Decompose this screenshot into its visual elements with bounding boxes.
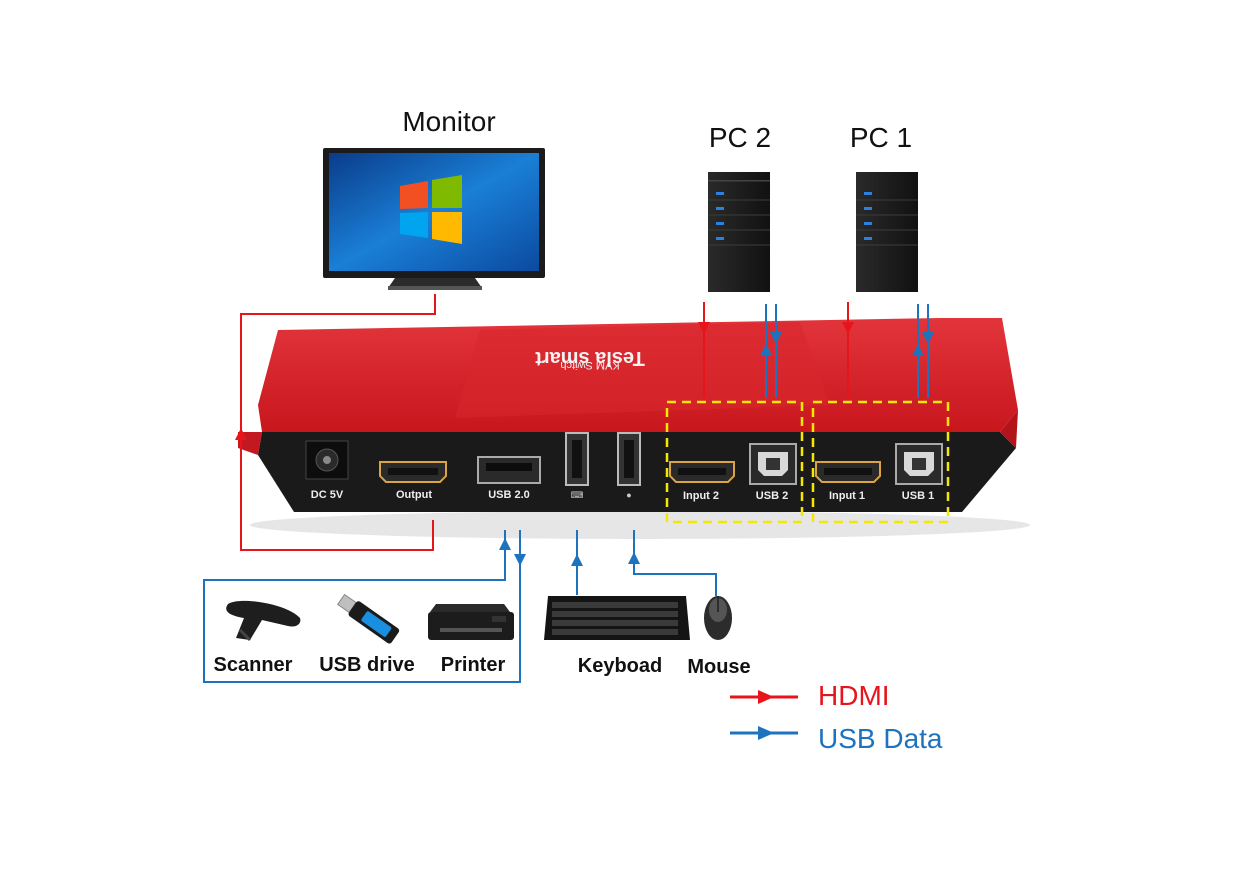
usb20-up-arrow xyxy=(499,538,511,550)
input2-port-label: Input 2 xyxy=(683,490,719,502)
printer-icon xyxy=(428,604,514,640)
hdmi-output-arrow xyxy=(235,428,247,440)
usb1-port-label: USB 1 xyxy=(902,490,934,502)
mouse-label: Mouse xyxy=(687,656,750,678)
keyboard-label: Keyboad xyxy=(578,655,662,677)
hdmi-pc1-arrow xyxy=(842,322,854,334)
usb-pc2-down-arrow xyxy=(770,332,782,344)
usb20-port-label: USB 2.0 xyxy=(488,489,530,501)
usb20-port[interactable] xyxy=(477,456,541,484)
pc2-tower-icon xyxy=(708,172,770,292)
mouse-icon xyxy=(704,596,732,640)
keyboard-arrow xyxy=(571,554,583,566)
mouse-usb-port[interactable] xyxy=(617,432,641,486)
dc-port-label: DC 5V xyxy=(311,489,344,501)
usb2-port-label: USB 2 xyxy=(756,490,788,502)
usb20-lines xyxy=(203,530,521,683)
usb-pc1-down-arrow xyxy=(922,332,934,344)
printer-label: Printer xyxy=(441,654,506,676)
mouse-arrow xyxy=(628,552,640,564)
legend: HDMI USB Data xyxy=(730,680,943,754)
input1-port-label: Input 1 xyxy=(829,490,865,502)
usb-drive-icon xyxy=(336,593,400,644)
hdmi-output-port[interactable] xyxy=(379,461,447,483)
hdmi-input2-port[interactable] xyxy=(669,461,735,483)
pc1-tower-icon xyxy=(856,172,918,292)
hdmi-input1-port[interactable] xyxy=(815,461,881,483)
mouse-port-icon: ● xyxy=(626,490,631,500)
monitor-label: Monitor xyxy=(402,106,495,137)
legend-hdmi-label: HDMI xyxy=(818,680,890,711)
keyboard-port-icon: ⌨ xyxy=(571,490,584,500)
dc-port[interactable] xyxy=(305,440,349,480)
legend-usb-arrow xyxy=(758,726,774,740)
kvm-switch: Tesla smart KVM Switch xyxy=(238,318,1030,539)
usb20-down-arrow xyxy=(514,554,526,566)
pc2-label: PC 2 xyxy=(709,122,771,153)
model-label: KVM Switch xyxy=(560,359,619,371)
legend-usb-label: USB Data xyxy=(818,723,943,754)
pc1-label: PC 1 xyxy=(850,122,912,153)
usb-pc2-up-arrow xyxy=(760,344,772,356)
pc2-port-highlight xyxy=(665,400,804,524)
usb1-port[interactable] xyxy=(895,443,943,485)
scanner-icon xyxy=(226,600,301,642)
usb-drive-label: USB drive xyxy=(319,654,415,676)
keyboard-usb-port[interactable] xyxy=(565,432,589,486)
hdmi-pc2-arrow xyxy=(698,322,710,334)
mouse-line xyxy=(633,530,717,596)
usb2-port[interactable] xyxy=(749,443,797,485)
keyboard-icon xyxy=(544,596,690,640)
pc1-port-highlight xyxy=(811,400,950,524)
legend-hdmi-arrow xyxy=(758,690,774,704)
monitor-icon xyxy=(323,148,545,290)
brand-label: Tesla smart xyxy=(535,347,645,369)
scanner-label: Scanner xyxy=(214,654,293,676)
output-port-label: Output xyxy=(396,489,432,501)
usb-pc1-up-arrow xyxy=(912,344,924,356)
